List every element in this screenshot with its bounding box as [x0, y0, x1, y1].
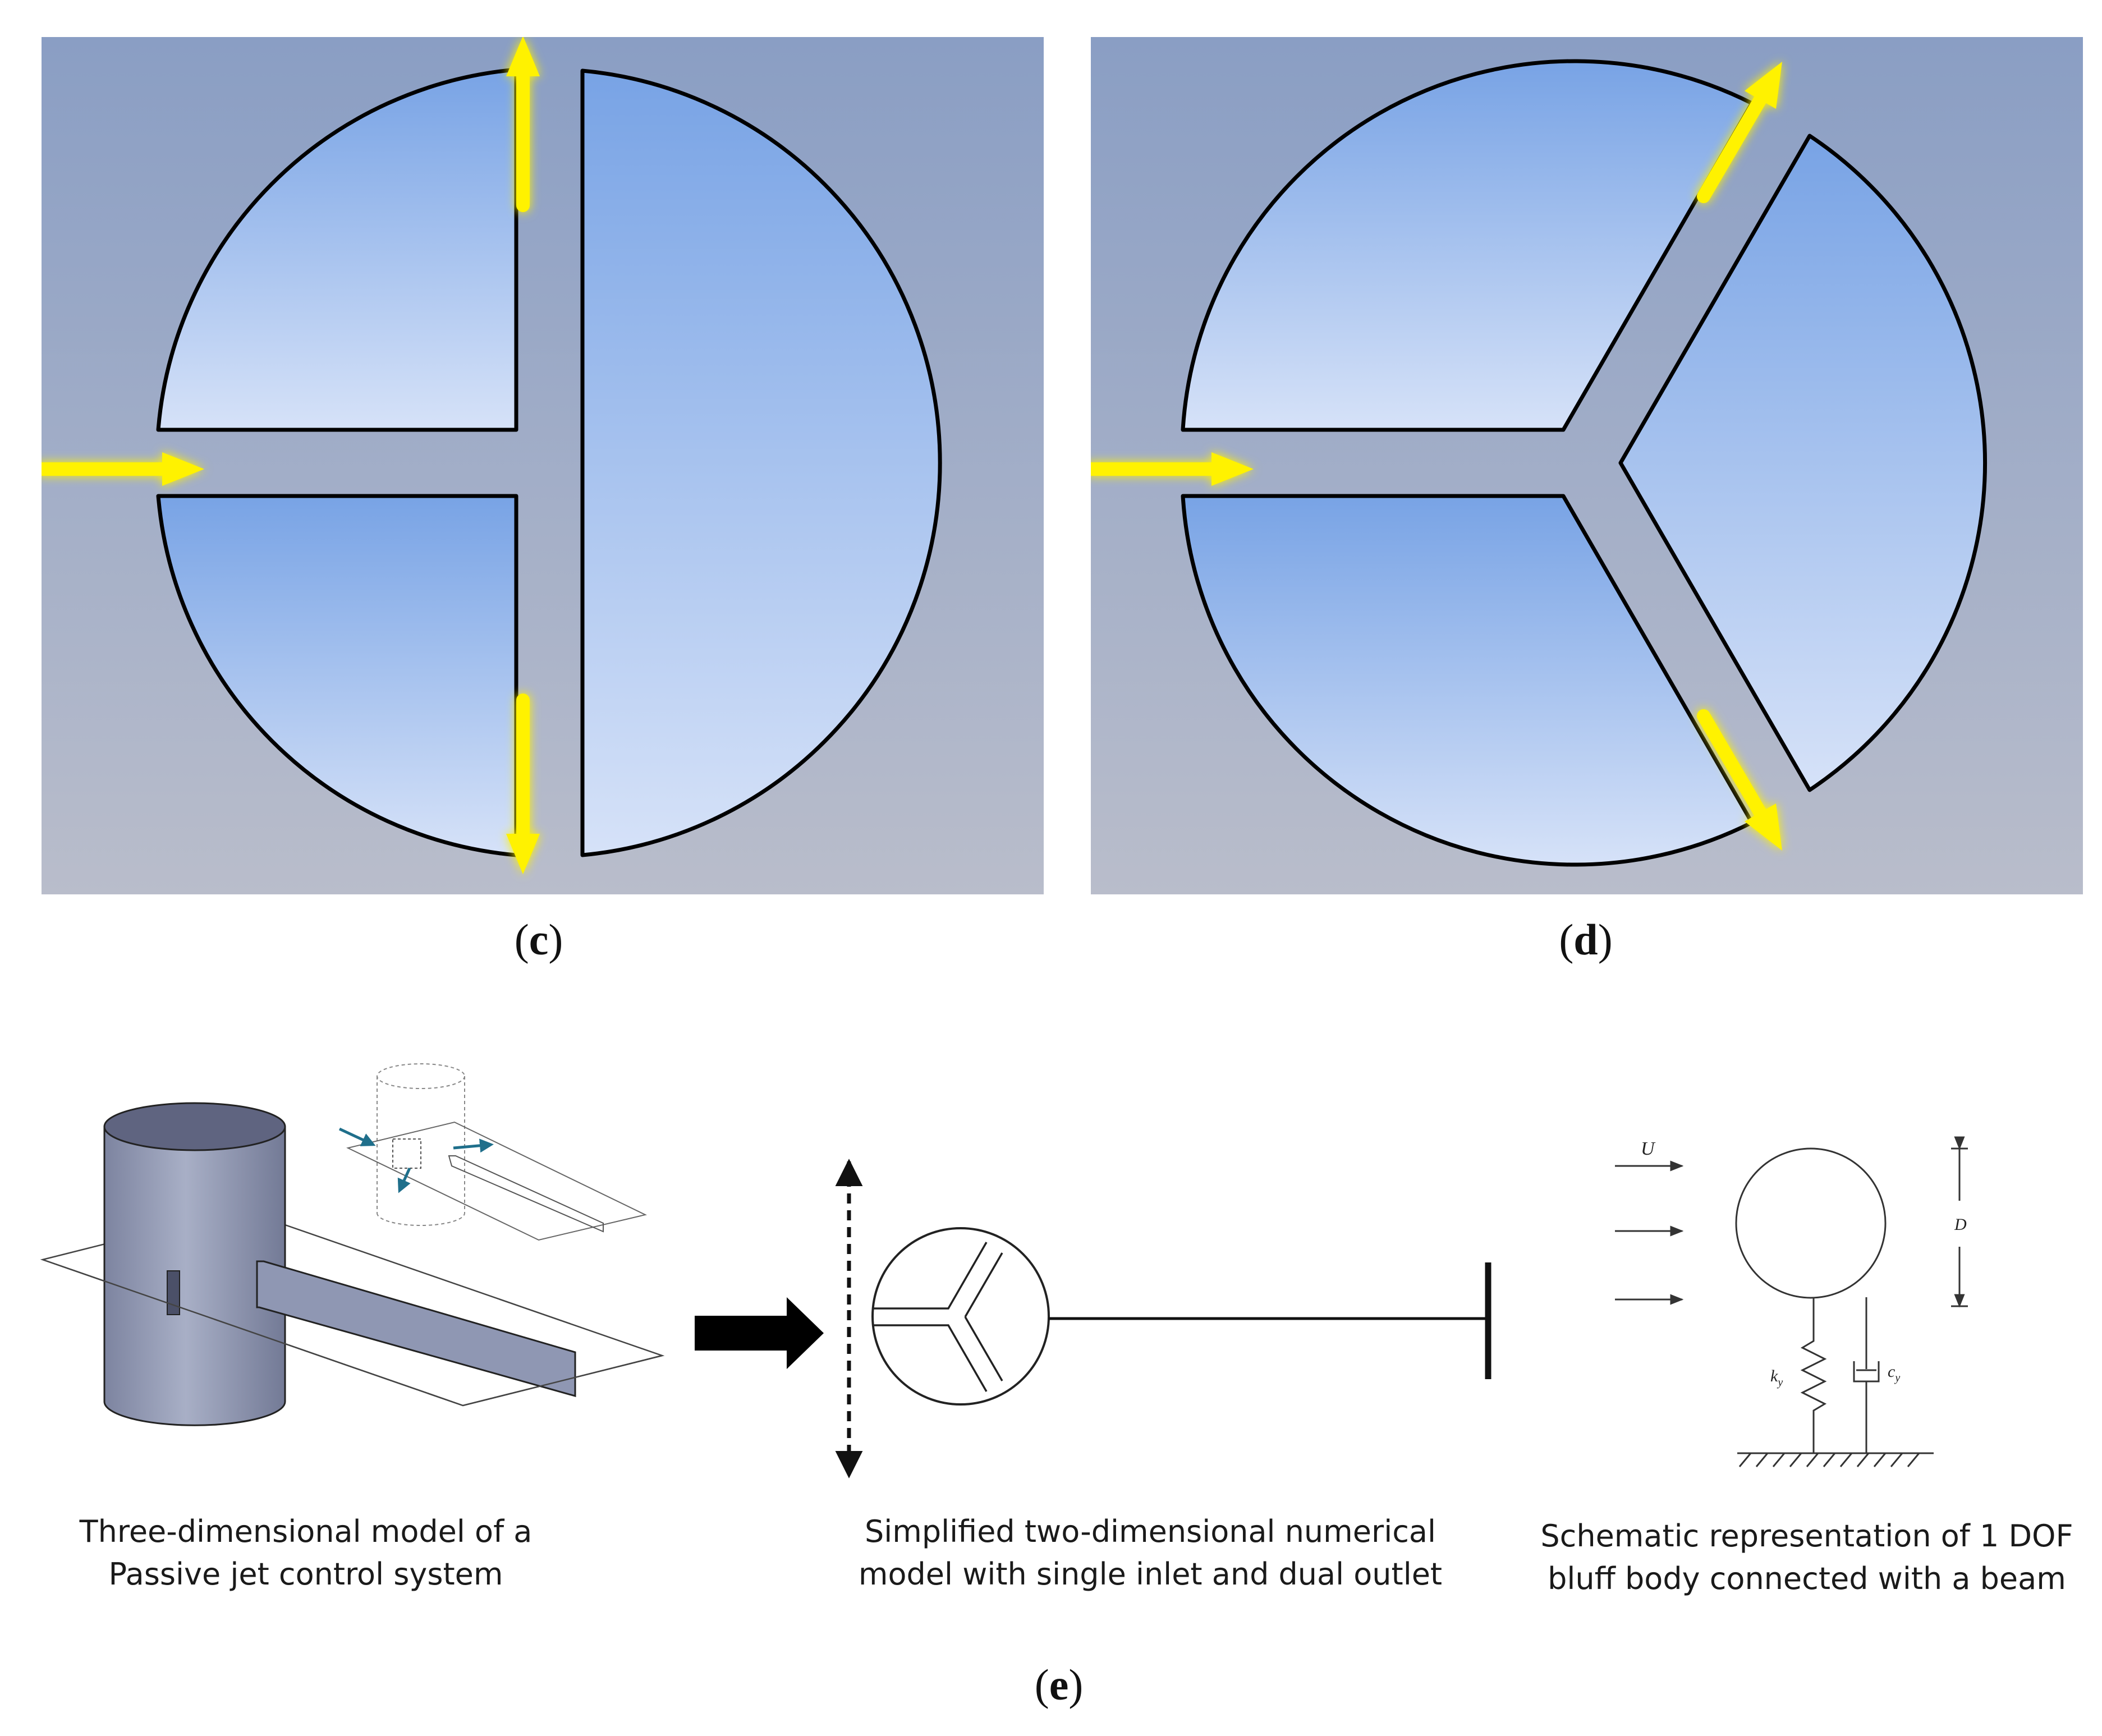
description-line: Schematic representation of 1 DOF	[1540, 1518, 2073, 1554]
two-d-model	[835, 1159, 1491, 1478]
flow-arrows	[42, 37, 540, 874]
description-line: bluff body connected with a beam	[1548, 1561, 2066, 1596]
description-line: model with single inlet and dual outlet	[858, 1556, 1443, 1592]
cylinder-2d	[871, 1227, 1050, 1406]
ground	[1737, 1452, 1934, 1467]
splitter-plate	[256, 1260, 576, 1397]
panel-d-diagram	[1091, 37, 2083, 894]
panel-d-label: d	[1573, 915, 1598, 964]
panel-d-caption: (d)	[1559, 915, 1613, 964]
description-line: Simplified two-dimensional numerical	[865, 1514, 1436, 1549]
panel-e-diagram: U D ky cy	[40, 1063, 1968, 1478]
inlet-arrow	[42, 452, 204, 486]
flow-arrows-u	[1615, 1160, 1684, 1305]
description-line: Three-dimensional model of a	[79, 1514, 533, 1549]
panel-c-caption: (c)	[514, 915, 563, 964]
panel-e-label: e	[1049, 1660, 1069, 1709]
mid-plane-front	[42, 1259, 663, 1407]
inlet-slot	[167, 1270, 180, 1315]
outlet-arrow-lower-right	[1697, 709, 1782, 851]
spring	[1800, 1297, 1827, 1453]
cylinder-top	[103, 1102, 286, 1151]
damping-label: cy	[1888, 1362, 1900, 1384]
right-half-segment	[580, 68, 942, 857]
transition-arrow	[695, 1297, 824, 1369]
lower-sector	[1181, 494, 1754, 867]
inset-model	[338, 1063, 647, 1241]
outlet-arrow-upper-right	[1697, 62, 1782, 203]
flow-arrows	[1091, 62, 1782, 851]
description-line: Passive jet control system	[108, 1556, 503, 1592]
damper	[1853, 1297, 1880, 1453]
diameter-dimension	[1951, 1136, 1968, 1308]
diameter-label: D	[1954, 1215, 1967, 1234]
upper-sector	[1181, 59, 1754, 432]
outlet-arrow-down	[506, 694, 540, 874]
panel-c-diagram	[42, 37, 1044, 894]
two-d-model-description: Simplified two-dimensional numerical mod…	[830, 1510, 1470, 1596]
inlet-arrow	[1091, 452, 1254, 486]
outlet-arrow-up	[506, 37, 540, 212]
three-d-model	[40, 1063, 665, 1426]
lower-left-segment	[156, 494, 518, 857]
three-d-model-description: Three-dimensional model of a Passive jet…	[45, 1510, 567, 1596]
upper-left-segment	[156, 67, 518, 432]
panel-e-caption: (e)	[1034, 1660, 1084, 1709]
bluff-body	[1735, 1147, 1887, 1299]
schematic-1dof: U D ky cy	[1615, 1136, 1968, 1467]
velocity-label: U	[1641, 1138, 1656, 1159]
stiffness-label: ky	[1770, 1367, 1783, 1389]
right-sector	[1618, 134, 1987, 792]
schematic-description: Schematic representation of 1 DOF bluff …	[1515, 1515, 2099, 1600]
panel-c-label: c	[529, 915, 549, 964]
y-channel	[873, 1242, 1003, 1392]
cylinder-body	[103, 1126, 286, 1426]
